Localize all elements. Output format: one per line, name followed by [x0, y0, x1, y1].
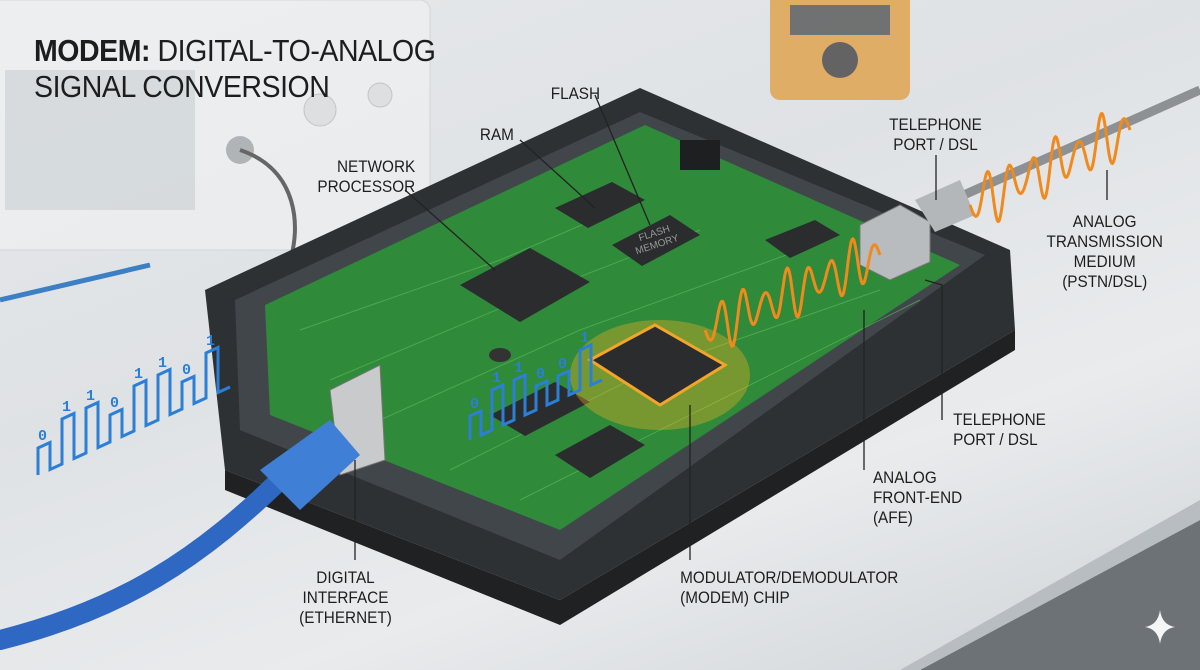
- oscilloscope: [0, 0, 431, 251]
- bit-label: 1: [86, 388, 95, 405]
- network-processor-chip: [460, 248, 590, 322]
- label-ram: RAM: [480, 125, 514, 145]
- digital-square-wave-board: [468, 342, 603, 440]
- modem-chip: [587, 323, 728, 407]
- sparkle-watermark-icon: [1145, 610, 1175, 644]
- label-line: FRONT-END: [872, 488, 963, 507]
- ethernet-cable: [0, 460, 300, 650]
- chip: [765, 220, 840, 258]
- chip: [490, 382, 590, 436]
- title-line2: SIGNAL CONVERSION: [34, 69, 330, 104]
- label-modem-chip: MODULATOR/DEMODULATOR(MODEM) CHIP: [680, 568, 898, 608]
- bit-label: 1: [492, 370, 501, 387]
- bit-label: 0: [558, 356, 567, 373]
- label-line: TELEPHONE: [953, 410, 1046, 429]
- capacitor: [489, 348, 511, 362]
- bit-label: 1: [134, 366, 143, 383]
- analog-wave-board: [703, 236, 882, 349]
- label-flash: FLASH: [551, 84, 600, 104]
- bit-label: 1: [580, 330, 589, 347]
- bit-label: 1: [62, 399, 71, 416]
- analog-wave-line: [968, 111, 1132, 224]
- bit-label: 1: [514, 360, 523, 377]
- multimeter: [770, 0, 910, 100]
- label-line: PORT / DSL: [893, 135, 978, 154]
- label-line: ANALOG: [1072, 212, 1137, 231]
- label-line: NETWORK: [337, 157, 416, 176]
- telephone-port-rj11: [859, 204, 931, 281]
- label-line: MODULATOR/DEMODULATOR: [680, 568, 899, 587]
- label-line: PORT / DSL: [953, 430, 1038, 449]
- bit-label: 1: [206, 333, 215, 350]
- label-line: INTERFACE: [302, 588, 389, 607]
- label-line: (AFE): [872, 508, 913, 527]
- bit-label: 0: [470, 396, 479, 413]
- ram-chip: [555, 182, 645, 228]
- label-line: FLASH: [550, 84, 601, 103]
- bit-label: 1: [158, 355, 167, 372]
- label-line: MEDIUM: [1073, 252, 1136, 271]
- title-line1: DIGITAL-TO-ANALOG: [157, 33, 436, 68]
- pcb: [265, 125, 960, 530]
- page-title: MODEM: DIGITAL-TO-ANALOG SIGNAL CONVERSI…: [34, 33, 436, 105]
- probe-cable: [239, 148, 297, 261]
- bit-label: 0: [110, 395, 119, 412]
- probe: [0, 262, 151, 303]
- label-line: DIGITAL: [316, 568, 375, 587]
- telephone-cable: [928, 85, 1200, 215]
- title-bold: MODEM:: [34, 33, 151, 68]
- flash-memory-chip: [612, 215, 700, 266]
- label-line: (MODEM) CHIP: [680, 588, 790, 607]
- bit-label: 0: [536, 366, 545, 383]
- bit-label: 0: [182, 362, 191, 379]
- label-line: TELEPHONE: [889, 115, 982, 134]
- digital-square-wave-ethernet: [36, 345, 231, 475]
- power-jack: [680, 140, 720, 170]
- label-line: (PSTN/DSL): [1062, 272, 1148, 291]
- label-line: ANALOG: [872, 468, 937, 487]
- label-line: TRANSMISSION: [1046, 232, 1163, 251]
- leader-lines: [354, 94, 1108, 560]
- modem-case: [205, 88, 1015, 625]
- label-line: PROCESSOR: [317, 177, 416, 196]
- bit-label: 0: [38, 428, 47, 445]
- label-line: RAM: [479, 125, 514, 144]
- label-line: (ETHERNET): [299, 608, 392, 627]
- chip: [555, 425, 645, 478]
